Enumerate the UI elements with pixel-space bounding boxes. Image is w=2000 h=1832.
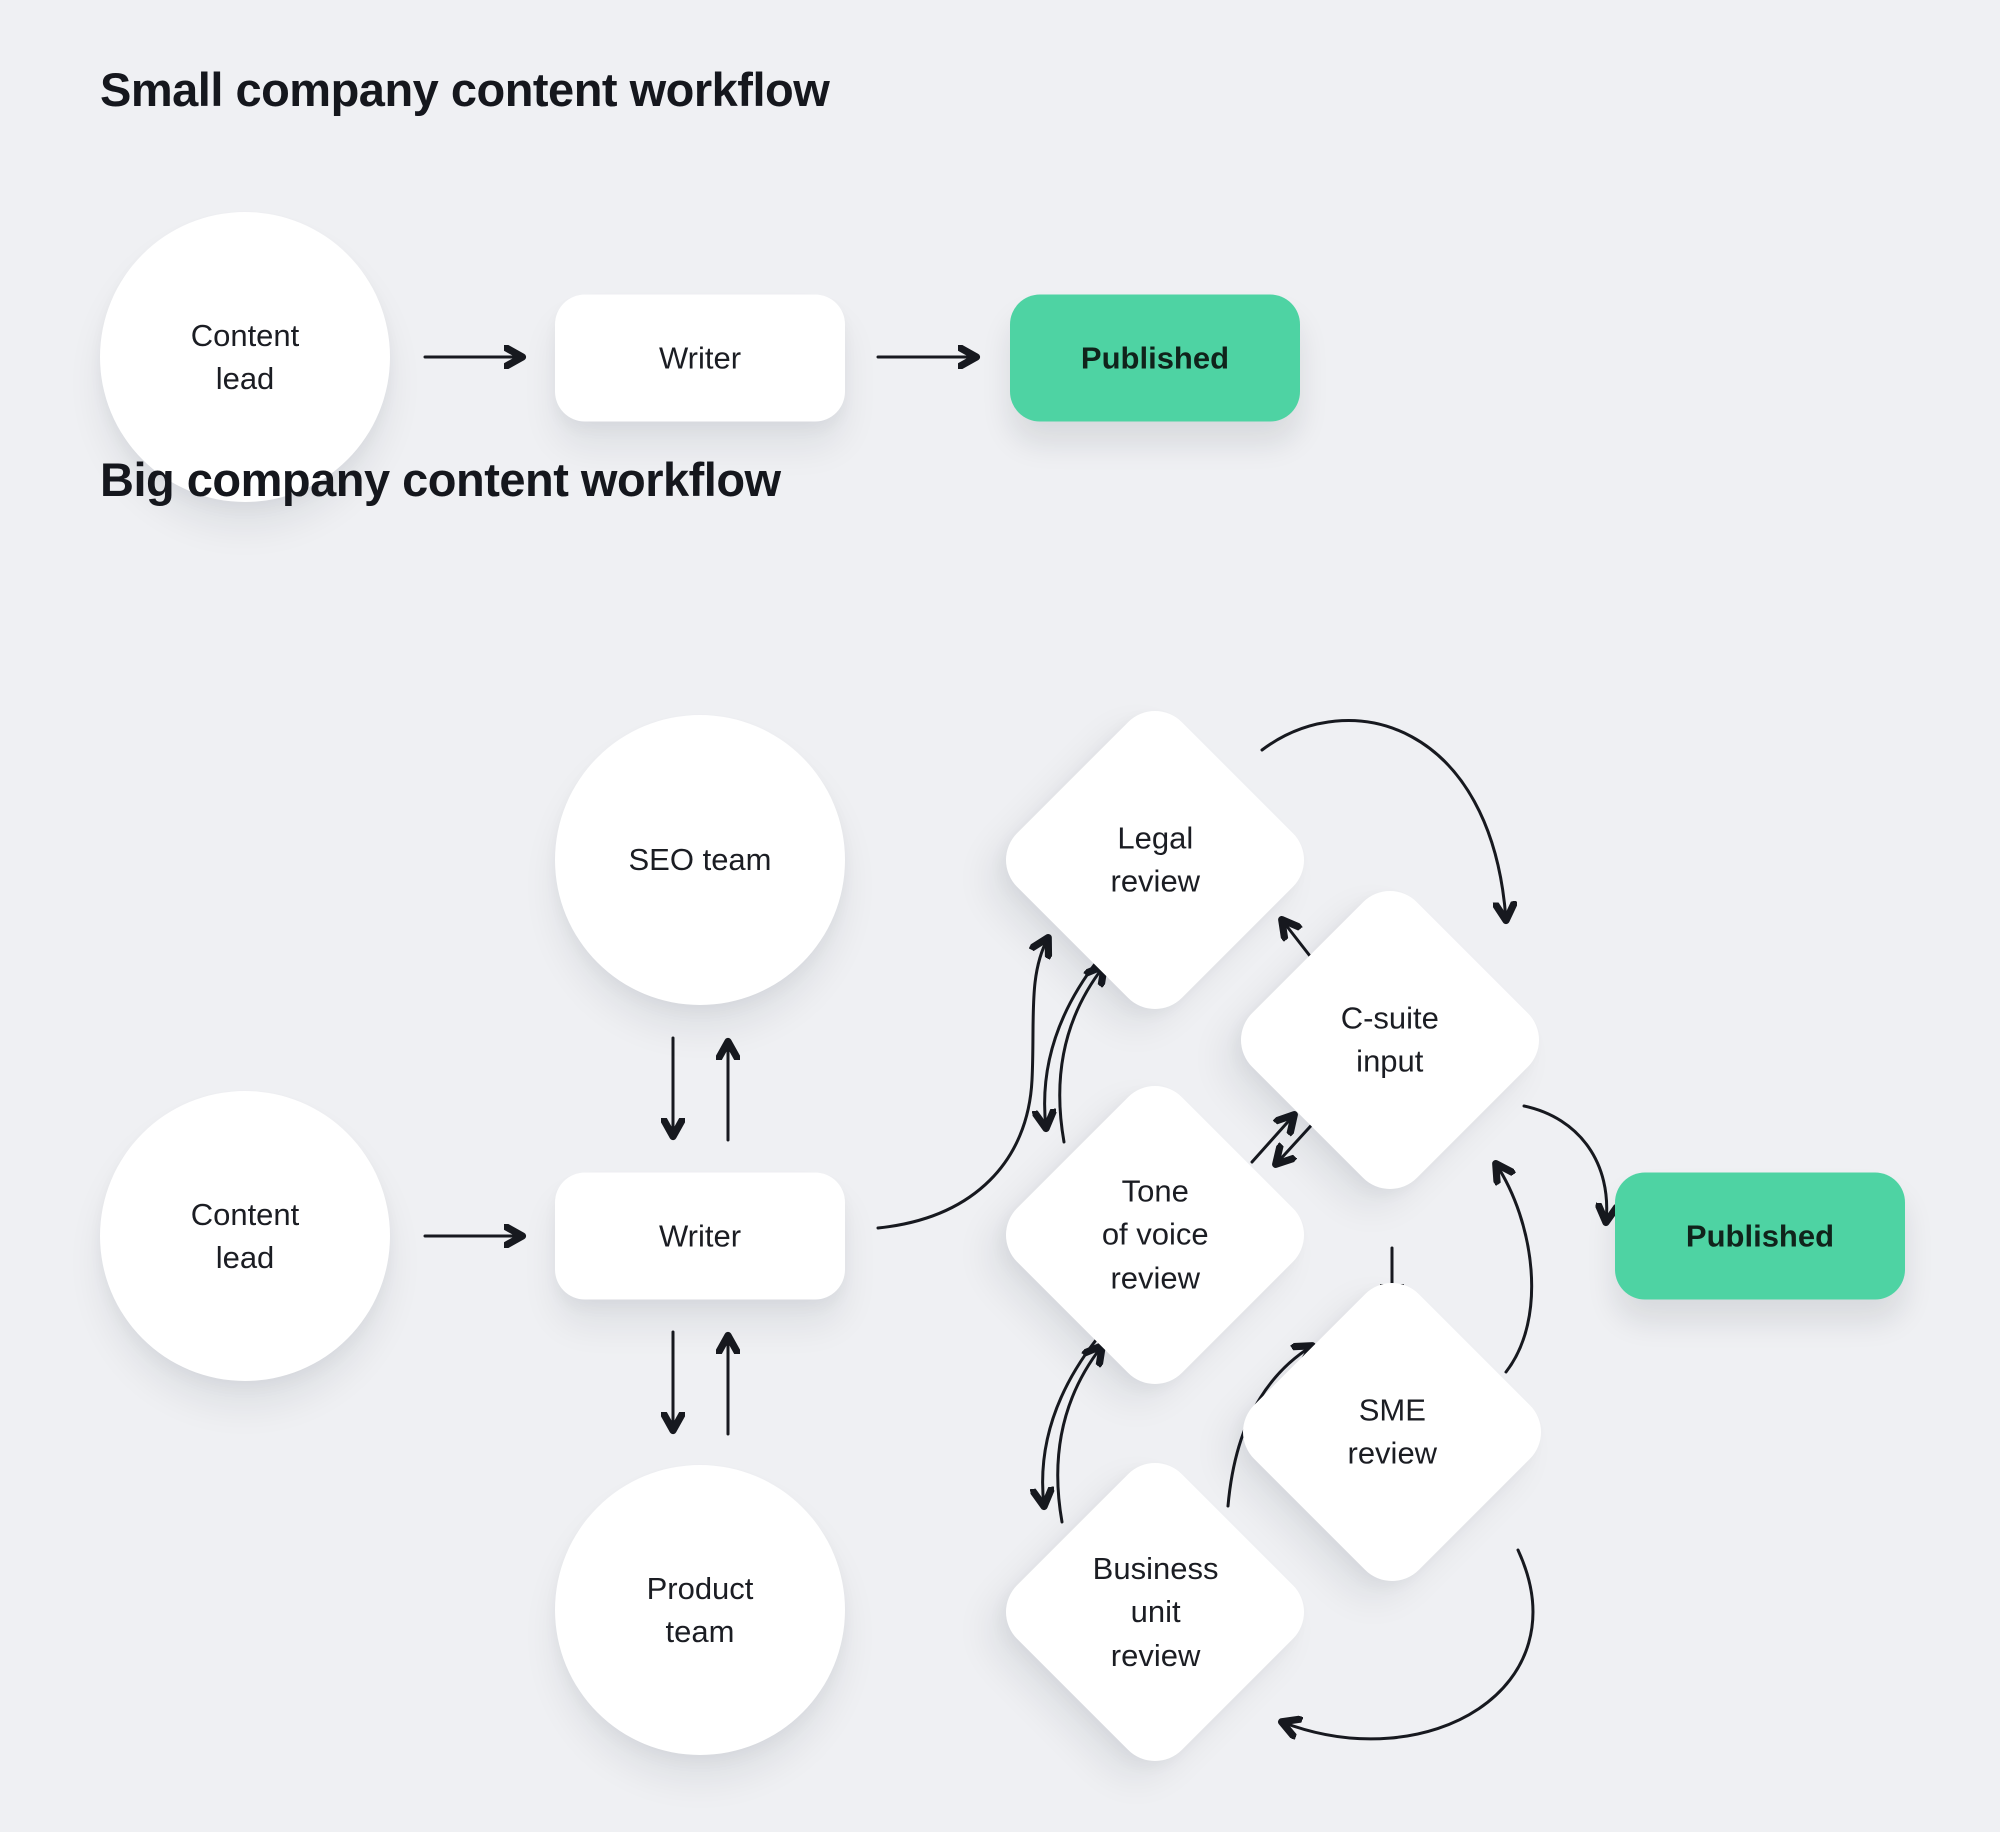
node-label: Business unit review <box>1092 1550 1218 1673</box>
arrow-legal-review-to-csuite-input <box>1260 719 1506 920</box>
node-label: Published <box>1080 340 1230 376</box>
small-workflow-title: Small company content workflow <box>100 63 830 116</box>
arrow-writer-to-legal-review <box>876 938 1048 1230</box>
node-label: SEO team <box>628 842 772 878</box>
node-label: Product team <box>646 1570 754 1649</box>
node-published-small: Published <box>1010 294 1300 422</box>
arrow-csuite-input-to-published <box>1522 1104 1607 1222</box>
node-writer-big: Writer <box>555 1172 845 1300</box>
node-writer-small: Writer <box>555 294 845 422</box>
node-content-lead-big: Content lead <box>100 1091 390 1381</box>
node-label: Content lead <box>190 1196 300 1275</box>
arrow-sme-review-to-business-unit-review <box>1282 1548 1535 1741</box>
node-label: C-suite input <box>1340 1000 1440 1079</box>
node-product-team: Product team <box>555 1465 845 1755</box>
node-label: SME review <box>1347 1392 1437 1471</box>
big-workflow-title: Big company content workflow <box>100 453 781 506</box>
arrow-tone-review-to-legal-review <box>1058 966 1104 1144</box>
arrow-sme-review-to-csuite-input <box>1496 1164 1534 1374</box>
node-label: Writer <box>658 1218 742 1254</box>
node-label: Tone of voice review <box>1101 1173 1209 1296</box>
node-seo-team: SEO team <box>555 715 845 1005</box>
arrow-business-unit-review-to-tone-review <box>1056 1346 1102 1524</box>
node-label: Published <box>1685 1218 1835 1254</box>
node-published-big: Published <box>1615 1172 1905 1300</box>
arrow-tone-review-to-csuite-input <box>1250 1115 1294 1164</box>
node-label: Writer <box>658 340 742 376</box>
node-label: Content lead <box>190 317 300 396</box>
node-label: Legal review <box>1110 820 1200 899</box>
node-content-lead-small: Content lead <box>100 212 390 502</box>
